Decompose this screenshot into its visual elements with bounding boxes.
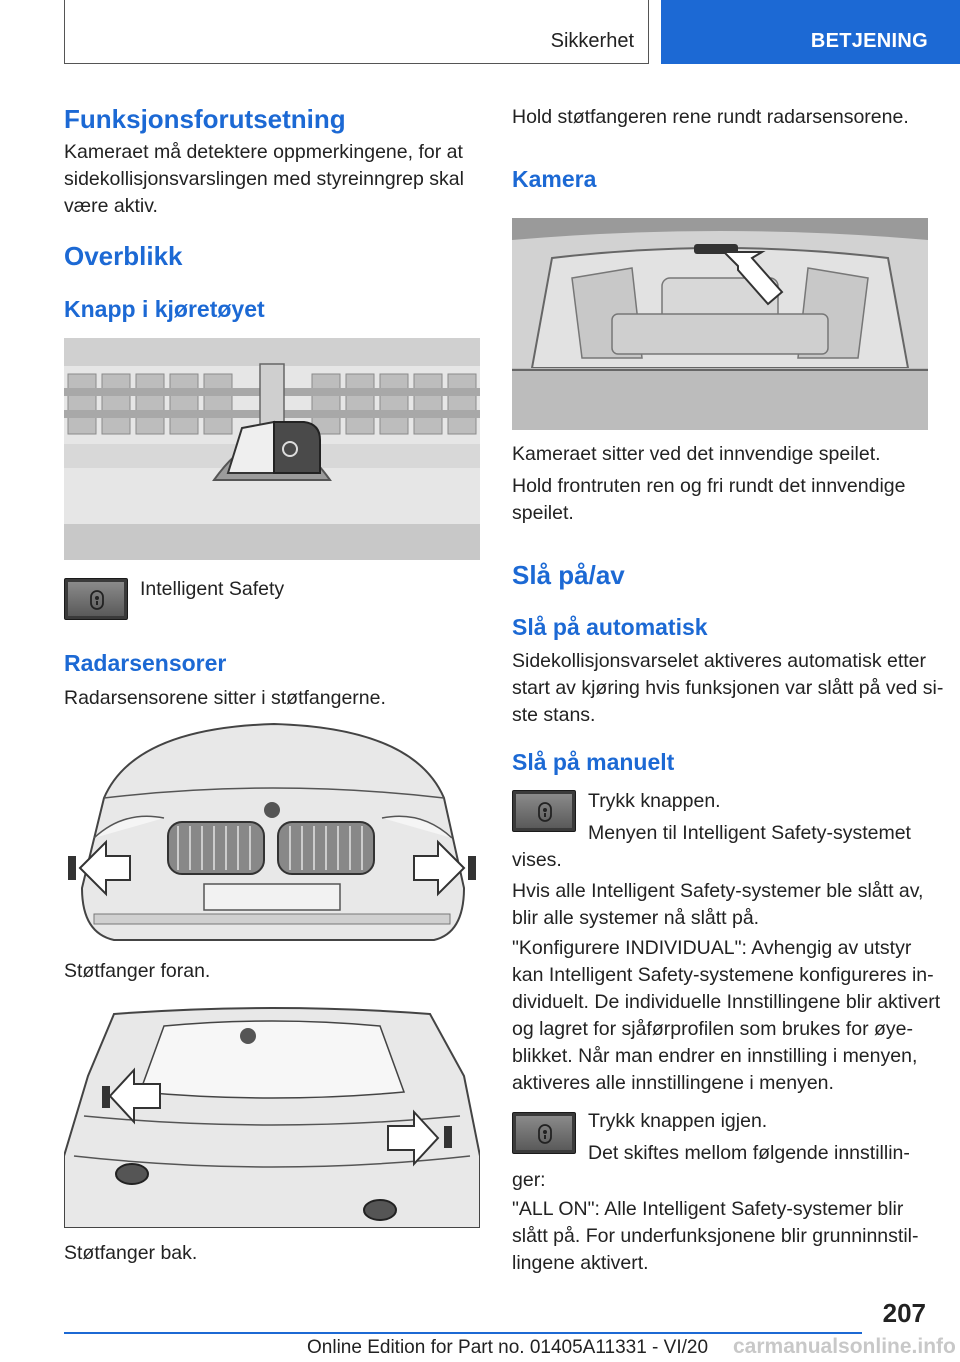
camera-image	[512, 218, 928, 430]
heading-radarsensorer: Radarsensorer	[64, 650, 227, 676]
safety-button-icon-2	[512, 1112, 576, 1154]
front-bumper-image	[64, 718, 480, 948]
paragraph-camera-clean: Hold frontruten ren og fri rundt det inn…	[512, 475, 906, 524]
safety-button-icon-1	[512, 790, 576, 832]
heading-knapp: Knapp i kjøretøyet	[64, 296, 265, 322]
paragraph-press-button: Trykk knappen.	[588, 790, 721, 812]
chapter-tab[interactable]: BETJENING	[661, 0, 960, 64]
paragraph-configure-individual: "Konfigurere INDIVIDUAL": Avhengig av ut…	[512, 937, 941, 1094]
heading-slaa-paa-manuelt: Slå på manuelt	[512, 749, 675, 775]
paragraph-all-off: Hvis alle Intelligent Safety-systemer bl…	[512, 880, 924, 929]
page-number: 207	[882, 1298, 926, 1328]
paragraph-menu-shown: Menyen til Intelligent Safety-systemet v…	[512, 822, 911, 871]
heading-overblikk: Overblikk	[64, 241, 183, 271]
heading-slaa-paa-automatisk: Slå på automatisk	[512, 614, 708, 640]
intelligent-safety-button-icon	[64, 578, 128, 620]
heading-slaa-paa-av: Slå på/av	[512, 560, 625, 590]
paragraph-switches: Det skiftes mellom følgende innstillin- …	[512, 1142, 910, 1191]
paragraph-press-again: Trykk knappen igjen.	[588, 1110, 768, 1132]
chapter-title: BETJENING	[810, 30, 928, 52]
footer-edition: Online Edition for Part no. 01405A11331 …	[307, 1337, 709, 1358]
rear-bumper-image	[64, 1006, 480, 1228]
section-title: Sikkerhet	[550, 30, 634, 52]
paragraph-automatic: Sidekollisjonsvarselet aktiveres automat…	[512, 650, 944, 726]
watermark: carmanualsonline.info	[733, 1335, 956, 1358]
paragraph-camera-location: Kameraet sitter ved det innvendige speil…	[512, 443, 881, 465]
paragraph-funksjonsforutsetning: Kameraet må detektere oppmerkingene, for…	[64, 141, 464, 217]
header-section-box: Sikkerhet	[64, 0, 649, 64]
button-in-vehicle-image	[64, 338, 480, 560]
caption-rear-bumper: Støtfanger bak.	[64, 1242, 198, 1264]
heading-kamera: Kamera	[512, 166, 597, 192]
paragraph-hold-bumper: Hold støtfangeren rene rundt radarsensor…	[512, 106, 909, 128]
paragraph-radarsensorer: Radarsensorene sitter i støtfangerne.	[64, 687, 386, 709]
caption-front-bumper: Støtfanger foran.	[64, 960, 211, 982]
heading-funksjonsforutsetning: Funksjonsforutsetning	[64, 104, 346, 134]
footer-divider	[64, 1332, 862, 1334]
intelligent-safety-label: Intelligent Safety	[140, 578, 285, 600]
paragraph-all-on: "ALL ON": Alle Intelligent Safety-system…	[512, 1198, 919, 1274]
